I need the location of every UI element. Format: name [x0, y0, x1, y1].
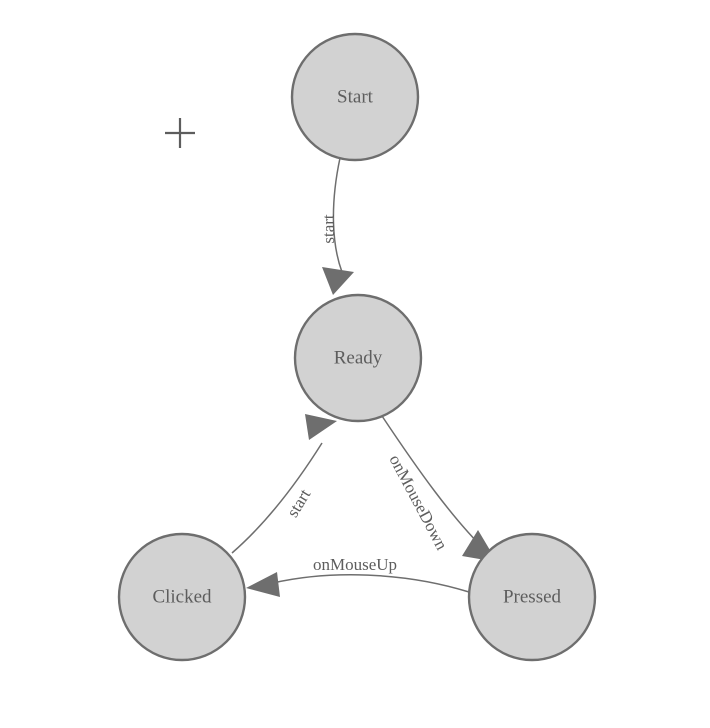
node-clicked-circle[interactable]: [117, 532, 247, 662]
node-ready[interactable]: Ready: [293, 293, 423, 423]
edge-path-clicked-to-ready: [231, 442, 323, 554]
edge-ready-to-pressed[interactable]: onMouseDown: [381, 415, 497, 562]
edge-label-ready-to-pressed: onMouseDown: [385, 452, 451, 554]
edge-start-to-ready[interactable]: start: [319, 157, 354, 295]
node-pressed[interactable]: Pressed: [467, 532, 597, 662]
node-pressed-label: Pressed: [503, 586, 562, 607]
edge-label-clicked-to-ready: start: [283, 486, 315, 521]
edge-clicked-to-ready[interactable]: start: [231, 414, 337, 554]
node-ready-circle[interactable]: [293, 293, 423, 423]
edge-pressed-to-clicked[interactable]: onMouseUp: [246, 555, 470, 597]
edge-path-start-to-ready: [332, 157, 343, 273]
arrowhead-into-clicked: [246, 572, 280, 597]
arrowhead-into-ready-top: [322, 267, 354, 295]
plus-marker-icon: [165, 118, 195, 148]
node-ready-label: Ready: [334, 347, 383, 368]
node-start-label: Start: [337, 86, 374, 107]
node-start-circle[interactable]: [290, 32, 420, 162]
edge-label-pressed-to-clicked: onMouseUp: [313, 555, 397, 574]
node-clicked-label: Clicked: [152, 586, 212, 607]
edge-path-pressed-to-clicked: [272, 574, 470, 593]
node-clicked[interactable]: Clicked: [117, 532, 247, 662]
arrowhead-into-ready-bottom: [305, 414, 337, 440]
node-pressed-circle[interactable]: [467, 532, 597, 662]
node-start[interactable]: Start: [290, 32, 420, 162]
edge-label-start-to-ready: start: [319, 214, 338, 244]
